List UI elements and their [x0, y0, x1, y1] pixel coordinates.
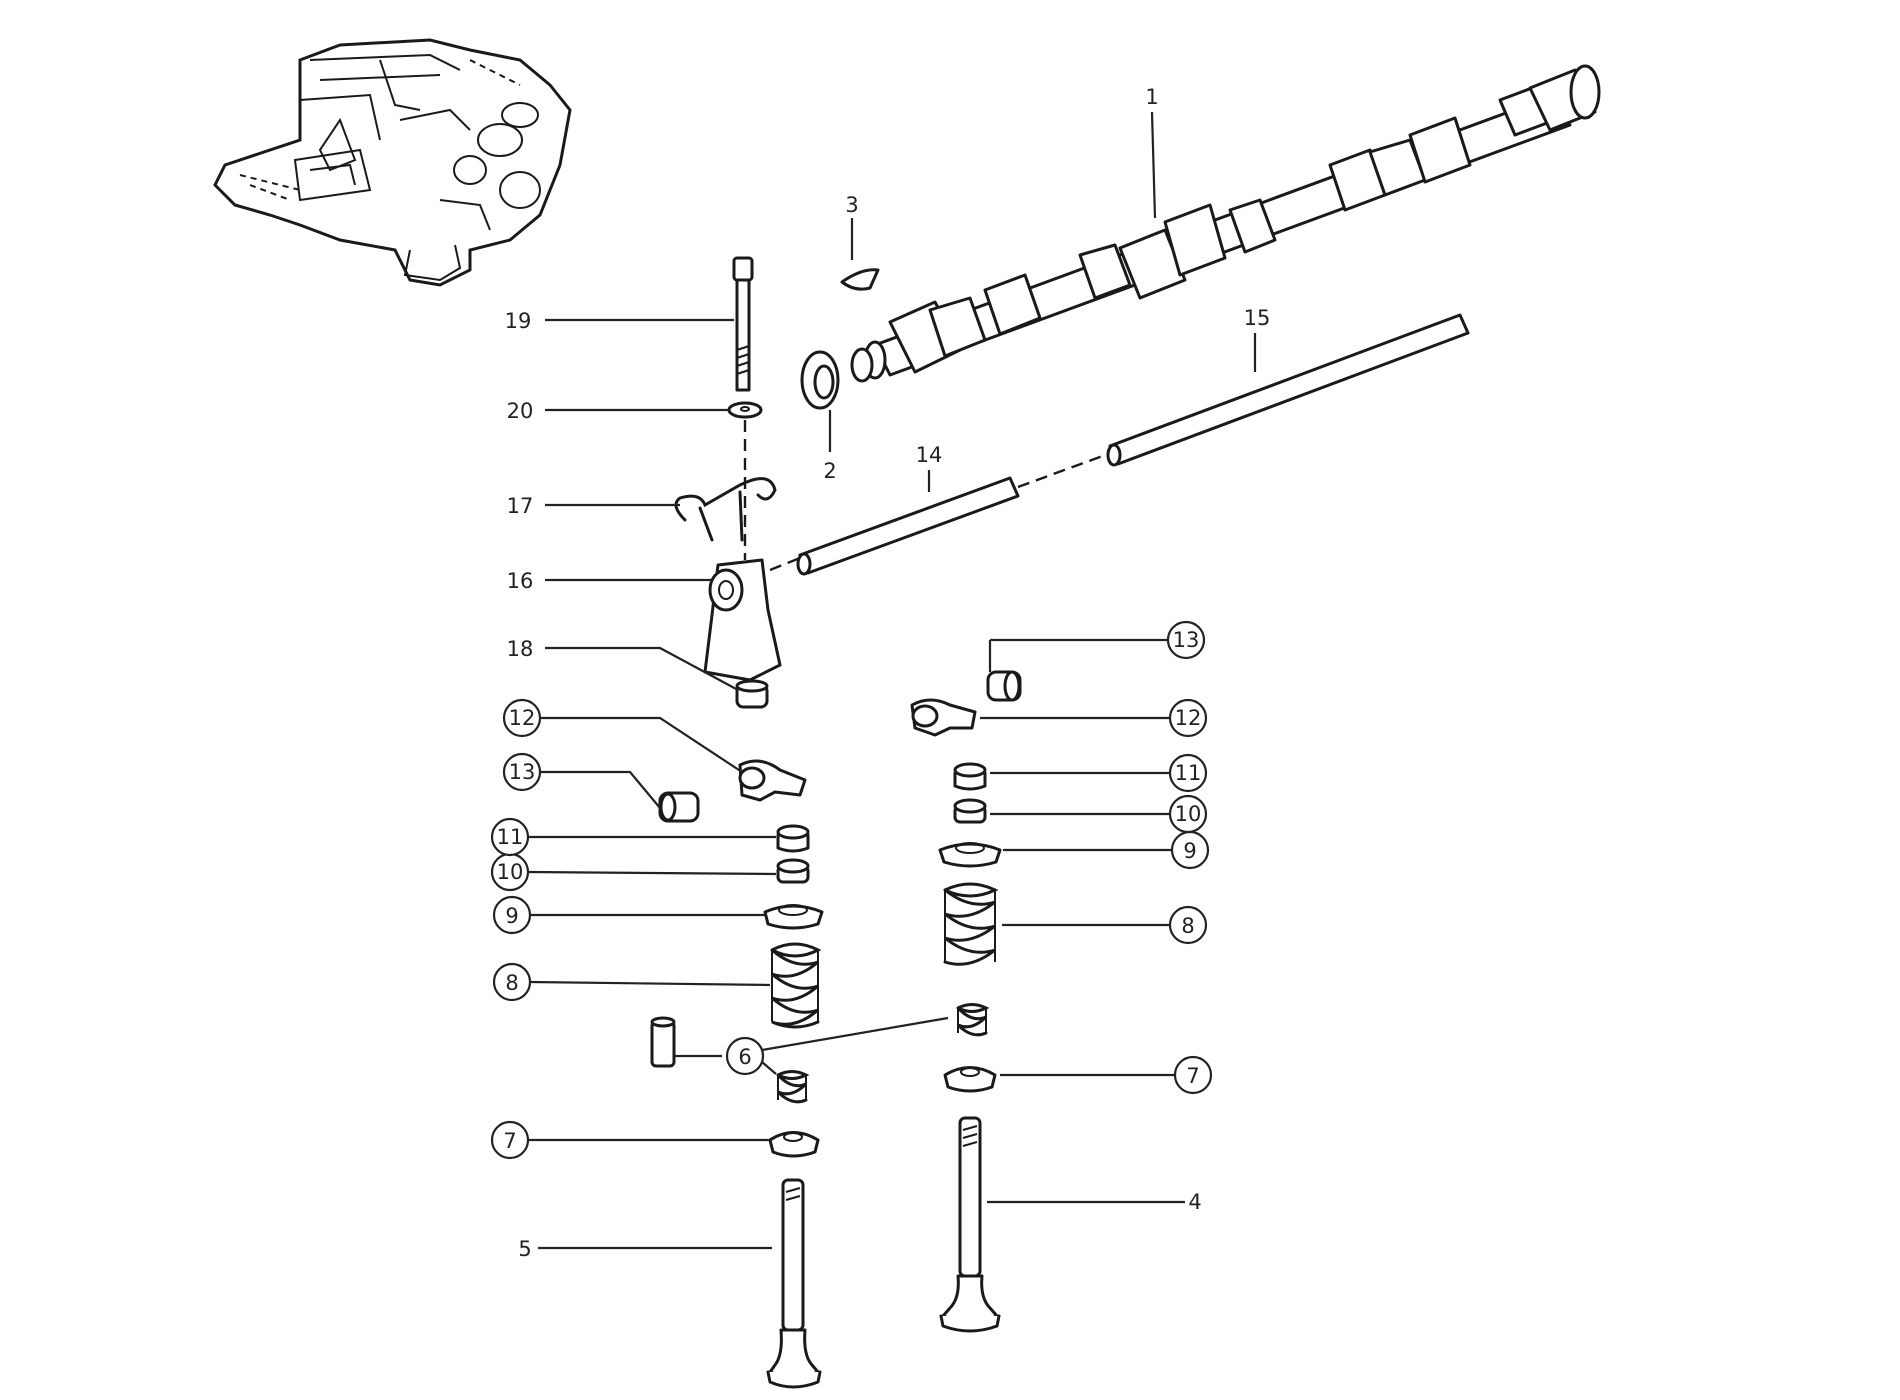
callout-10-left: 10 [497, 860, 524, 884]
callout-6: 6 [738, 1045, 751, 1069]
leader-lines [527, 111, 1257, 1250]
callout-1: 1 [1145, 85, 1158, 109]
callout-16: 16 [507, 569, 534, 593]
rocker-shaft-front [796, 476, 1020, 576]
adjuster-nut-11-right [953, 762, 987, 791]
spring-seat-7-right [943, 1066, 997, 1093]
callout-12-left: 12 [509, 706, 536, 730]
callout-18: 18 [507, 637, 534, 661]
shaft-center-dash [769, 452, 1109, 572]
spring-seat-7-left [768, 1131, 820, 1158]
rocker-bush-18 [735, 679, 769, 709]
valve-cotter-10-right [953, 798, 987, 824]
callout-10-right: 10 [1175, 802, 1202, 826]
valve-spring-8-left [770, 942, 822, 1029]
callout-2: 2 [823, 459, 836, 483]
callout-labels: 1 2 3 4 5 6 7 7 8 8 9 9 10 10 11 11 12 1… [497, 85, 1271, 1261]
rocker-bracket [703, 558, 782, 682]
callout-4: 4 [1188, 1190, 1201, 1214]
callout-8-right: 8 [1181, 914, 1194, 938]
callout-8-left: 8 [505, 971, 518, 995]
callout-13-right: 13 [1173, 628, 1200, 652]
valve-guide-6 [650, 1016, 676, 1068]
rocker-bush-13-left [658, 791, 700, 823]
callout-11-left: 11 [497, 825, 524, 849]
callout-7-right: 7 [1186, 1064, 1199, 1088]
callout-9-left: 9 [505, 904, 518, 928]
exhaust-valve-5 [766, 1178, 822, 1389]
retaining-clip [674, 477, 777, 542]
valve-cotter-10-left [776, 858, 810, 884]
callout-12-right: 12 [1175, 706, 1202, 730]
callout-15: 15 [1244, 306, 1271, 330]
callout-11-right: 11 [1175, 761, 1202, 785]
callout-13-left: 13 [509, 760, 536, 784]
callout-9-right: 9 [1183, 839, 1196, 863]
callout-3: 3 [845, 193, 858, 217]
thrust-washer [800, 350, 840, 410]
engine-thumbnail-icon [213, 38, 572, 287]
callout-7-left: 7 [503, 1129, 516, 1153]
rocker-arm-right [910, 698, 977, 737]
rocker-bolt [732, 256, 754, 392]
rocker-arm-left [738, 759, 807, 802]
inner-spring-6-right [956, 1003, 990, 1037]
adjuster-nut-11-left [776, 824, 810, 853]
callout-17: 17 [507, 494, 534, 518]
woodruff-key [840, 268, 880, 291]
callout-5: 5 [518, 1237, 531, 1261]
callout-circles [490, 620, 1213, 1160]
camshaft [850, 64, 1601, 383]
spring-retainer-9-right [938, 842, 1002, 868]
valve-spring-8-right [943, 882, 999, 966]
spring-retainer-9-left [763, 904, 824, 930]
callout-20: 20 [507, 399, 534, 423]
rocker-bush-13-right [986, 670, 1022, 702]
spring-washer [727, 401, 763, 419]
inner-spring-6-left [776, 1070, 810, 1104]
callout-14: 14 [916, 443, 943, 467]
intake-valve-4 [939, 1116, 1001, 1333]
callout-19: 19 [505, 309, 532, 333]
rocker-shaft-rear [1106, 313, 1470, 467]
